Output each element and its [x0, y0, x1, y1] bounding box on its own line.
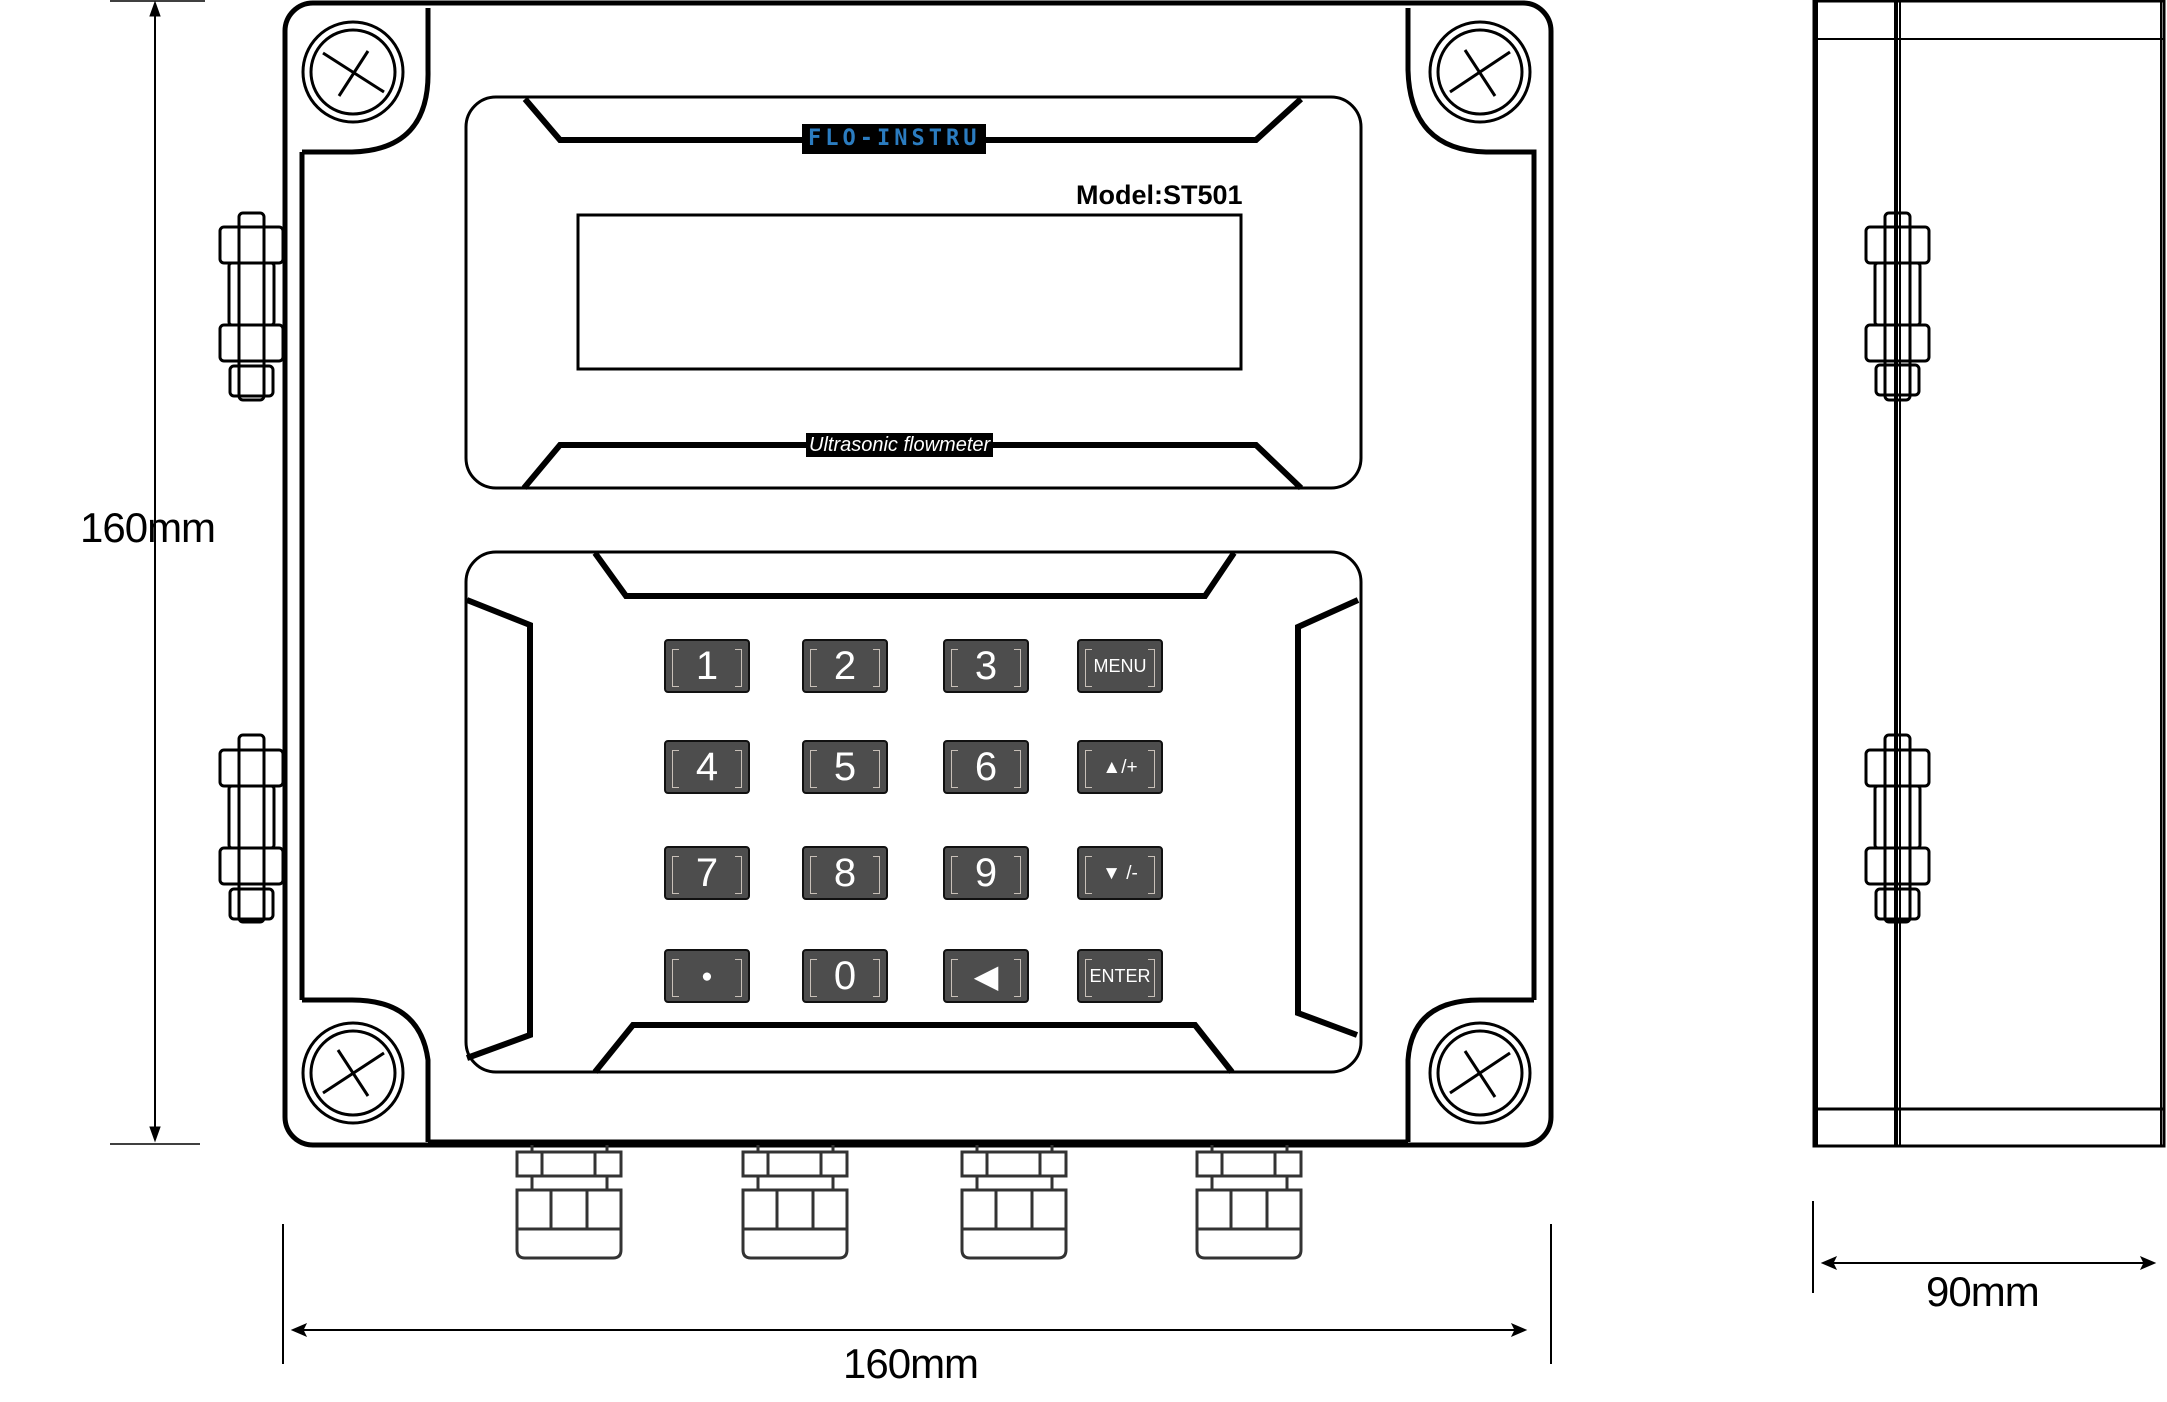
- key-1[interactable]: 1: [664, 639, 750, 693]
- enclosure-outline: [282, 0, 1554, 1148]
- screw-top-left: [301, 20, 405, 124]
- key-menu[interactable]: MENU: [1077, 639, 1163, 693]
- cable-gland-2: [741, 1145, 849, 1260]
- depth-dimension-label: 90mm: [1926, 1268, 2040, 1315]
- cable-gland-3: [960, 1145, 1068, 1260]
- cable-gland-1: [515, 1145, 623, 1260]
- side-hinge-upper: [1864, 211, 1931, 402]
- brand-logo: FLO-INSTRU: [802, 124, 987, 154]
- dimension-height: [110, 0, 205, 1145]
- up-arrow-icon: ▲/+: [1102, 756, 1138, 778]
- key-7[interactable]: 7: [664, 846, 750, 900]
- key-down-minus[interactable]: ▼ /-: [1077, 846, 1163, 900]
- key-0[interactable]: 0: [802, 949, 888, 1003]
- dimension-width: [282, 1224, 1552, 1364]
- side-hinge-lower: [1864, 733, 1931, 924]
- hinge-lower: [218, 733, 285, 924]
- key-5[interactable]: 5: [802, 740, 888, 794]
- dot-icon: ●: [701, 965, 713, 987]
- key-up-plus[interactable]: ▲/+: [1077, 740, 1163, 794]
- inner-frame-bl: [302, 997, 431, 1142]
- width-dimension-label: 160mm: [843, 1340, 979, 1387]
- side-view: [1812, 0, 2166, 1148]
- height-dimension-label: 160mm: [80, 504, 216, 551]
- inner-frame-br: [1405, 997, 1534, 1142]
- product-subtitle: Ultrasonic flowmeter: [806, 433, 994, 457]
- display-panel: [464, 95, 1363, 490]
- hinge-upper: [218, 211, 285, 402]
- side-outline: [1812, 0, 2166, 1148]
- screw-bottom-right: [1428, 1021, 1532, 1125]
- key-4[interactable]: 4: [664, 740, 750, 794]
- key-3[interactable]: 3: [943, 639, 1029, 693]
- lcd-screen: [576, 213, 1243, 371]
- key-back[interactable]: ◀: [943, 949, 1029, 1003]
- cable-gland-4: [1195, 1145, 1303, 1260]
- key-enter[interactable]: ENTER: [1077, 949, 1163, 1003]
- model-label: Model:ST501: [1076, 180, 1243, 210]
- inner-frame-tl: [302, 8, 431, 155]
- screw-bottom-left: [301, 1021, 405, 1125]
- key-dot[interactable]: ●: [664, 949, 750, 1003]
- key-2[interactable]: 2: [802, 639, 888, 693]
- inner-frame-tr: [1405, 8, 1537, 1000]
- front-view: [218, 0, 1554, 1260]
- down-arrow-icon: ▼ /-: [1102, 862, 1138, 884]
- key-8[interactable]: 8: [802, 846, 888, 900]
- screw-top-right: [1428, 20, 1532, 124]
- key-9[interactable]: 9: [943, 846, 1029, 900]
- keypad-panel: [464, 550, 1363, 1074]
- key-6[interactable]: 6: [943, 740, 1029, 794]
- dimension-depth: [1812, 1201, 2157, 1293]
- left-arrow-icon: ◀: [973, 958, 999, 994]
